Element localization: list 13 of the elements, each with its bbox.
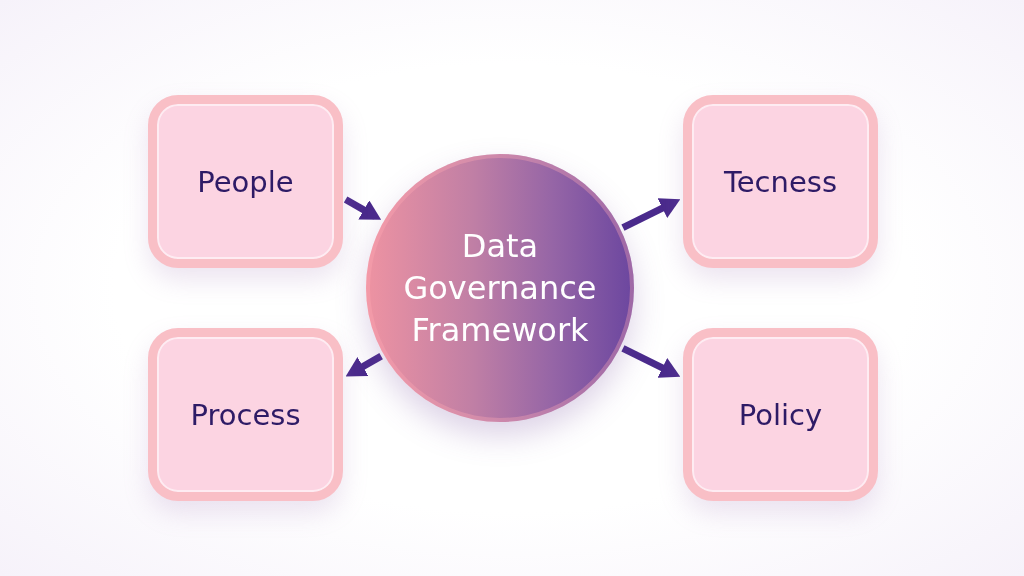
node-label: People	[197, 163, 294, 200]
node-label: Data Governance Framework	[402, 226, 598, 351]
arrow	[345, 353, 383, 377]
concept-box	[683, 95, 878, 268]
concept-box	[148, 95, 343, 268]
concept-box	[148, 328, 343, 501]
node-label: Policy	[738, 396, 823, 433]
arrow	[621, 345, 681, 378]
node-label: Tecness	[724, 163, 837, 200]
arrow	[621, 198, 681, 231]
node-label: Process	[190, 396, 301, 433]
concept-box	[683, 328, 878, 501]
arrow	[343, 196, 382, 220]
